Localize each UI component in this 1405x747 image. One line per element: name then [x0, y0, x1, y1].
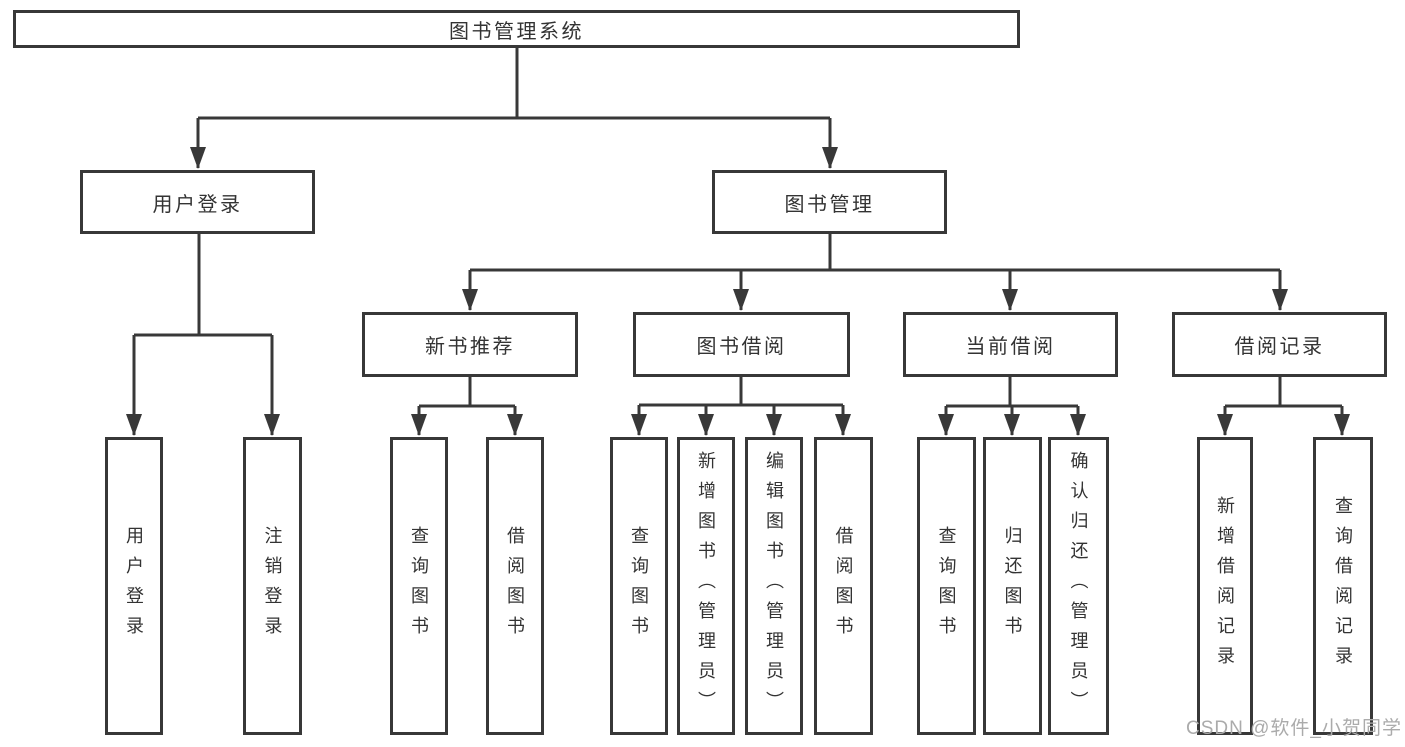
node-new-book-recommend-label: 新书推荐 [425, 336, 515, 358]
connector-segments [126, 48, 1350, 436]
leaf-current-query-books: 查询图书 [917, 437, 976, 735]
leaf-borrow-borrow-books: 借阅图书 [814, 437, 873, 735]
node-user-login: 用户登录 [80, 170, 315, 234]
leaf-newbook-query-books: 查询图书 [390, 437, 448, 735]
leaf-user-login-label: 用户登录 [124, 526, 144, 646]
leaf-borrow-edit-books-admin-label: 编辑图书（管理员） [764, 451, 784, 721]
leaf-current-return-books: 归还图书 [983, 437, 1042, 735]
leaf-records-add-record-label: 新增借阅记录 [1215, 496, 1235, 676]
leaf-logout-label: 注销登录 [262, 526, 283, 646]
leaf-borrow-borrow-books-label: 借阅图书 [833, 526, 854, 646]
leaf-newbook-query-books-label: 查询图书 [409, 526, 429, 646]
leaf-records-query-record-label: 查询借阅记录 [1333, 496, 1353, 676]
leaf-current-confirm-return-admin-label: 确认归还（管理员） [1068, 451, 1089, 721]
leaf-user-login: 用户登录 [105, 437, 163, 735]
leaf-current-confirm-return-admin: 确认归还（管理员） [1048, 437, 1109, 735]
leaf-borrow-add-books-admin-label: 新增图书（管理员） [696, 451, 716, 721]
leaf-borrow-edit-books-admin: 编辑图书（管理员） [745, 437, 803, 735]
node-book-management: 图书管理 [712, 170, 947, 234]
leaf-logout: 注销登录 [243, 437, 302, 735]
csdn-watermark: CSDN @软件_小贺同学 [1186, 718, 1402, 739]
node-user-login-label: 用户登录 [152, 193, 243, 216]
leaf-newbook-borrow-books: 借阅图书 [486, 437, 544, 735]
node-book-management-label: 图书管理 [784, 193, 875, 216]
node-book-borrow-label: 图书借阅 [696, 336, 787, 358]
leaf-borrow-query-books: 查询图书 [610, 437, 668, 735]
node-current-borrow: 当前借阅 [903, 312, 1118, 377]
leaf-borrow-add-books-admin: 新增图书（管理员） [677, 437, 735, 735]
node-library-system: 图书管理系统 [13, 10, 1020, 48]
node-book-borrow: 图书借阅 [633, 312, 850, 377]
leaf-records-add-record: 新增借阅记录 [1197, 437, 1253, 735]
leaf-newbook-borrow-books-label: 借阅图书 [505, 526, 525, 646]
leaf-records-query-record: 查询借阅记录 [1313, 437, 1373, 735]
leaf-borrow-query-books-label: 查询图书 [629, 526, 649, 646]
node-new-book-recommend: 新书推荐 [362, 312, 578, 377]
node-borrow-records-label: 借阅记录 [1234, 336, 1325, 358]
node-borrow-records: 借阅记录 [1172, 312, 1387, 377]
node-library-system-label: 图书管理系统 [449, 20, 584, 43]
node-current-borrow-label: 当前借阅 [965, 336, 1056, 358]
leaf-current-return-books-label: 归还图书 [1002, 526, 1023, 646]
leaf-current-query-books-label: 查询图书 [936, 526, 957, 646]
